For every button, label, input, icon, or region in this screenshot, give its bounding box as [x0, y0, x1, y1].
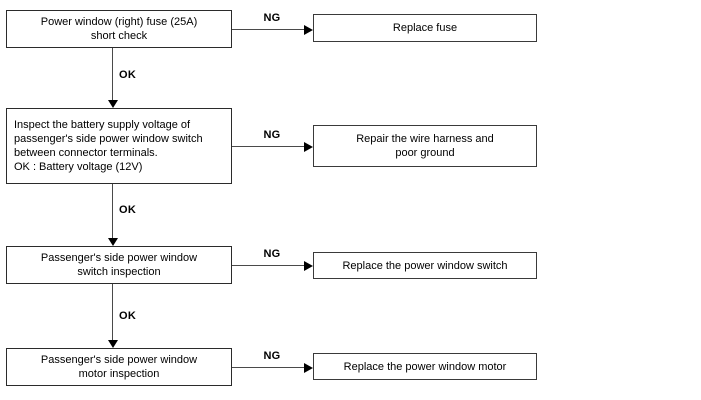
step-text-line: motor inspection [78, 368, 160, 380]
connector-line-vertical [112, 48, 113, 101]
connector-line-vertical [112, 284, 113, 341]
step-text-line: Power window (right) fuse (25A) [40, 16, 198, 28]
arrow-down-icon [108, 100, 118, 108]
step-box-switch-inspection: Passenger's side power window switch ins… [6, 246, 232, 284]
arrow-right-icon [304, 142, 313, 152]
ng-label: NG [263, 129, 281, 141]
ng-label: NG [263, 248, 281, 260]
result-box-replace-switch: Replace the power window switch [313, 252, 537, 279]
step-text-line: between connector terminals. [14, 147, 158, 159]
step-box-motor-inspection: Passenger's side power window motor insp… [6, 348, 232, 386]
result-text-line: Replace the power window motor [343, 360, 507, 373]
step-text-line: Passenger's side power window [40, 354, 198, 366]
arrow-down-icon [108, 340, 118, 348]
connector-line-horizontal [232, 29, 304, 30]
step-text-line: OK : Battery voltage (12V) [14, 161, 143, 173]
ng-label: NG [263, 12, 281, 24]
ng-label: NG [263, 350, 281, 362]
step-box-fuse-short-check: Power window (right) fuse (25A) short ch… [6, 10, 232, 48]
result-box-repair-harness: Repair the wire harness and poor ground [313, 125, 537, 167]
step-text-line: Inspect the battery supply voltage of [14, 119, 191, 131]
step-text-line: Passenger's side power window [40, 252, 198, 264]
result-box-replace-fuse: Replace fuse [313, 14, 537, 42]
arrow-down-icon [108, 238, 118, 246]
step-text-line: short check [90, 30, 148, 42]
result-text-line: Replace fuse [392, 22, 458, 34]
arrow-right-icon [304, 363, 313, 373]
result-text-line: poor ground [395, 147, 455, 159]
arrow-right-icon [304, 25, 313, 35]
step-box-battery-voltage-inspection: Inspect the battery supply voltage of pa… [6, 108, 232, 184]
result-text-line: Repair the wire harness and [356, 133, 494, 145]
connector-line-horizontal [232, 367, 304, 368]
connector-line-horizontal [232, 265, 304, 266]
ok-label: OK [119, 204, 137, 216]
connector-line-vertical [112, 184, 113, 239]
result-text-line: Replace the power window switch [342, 259, 508, 272]
arrow-right-icon [304, 261, 313, 271]
ok-label: OK [119, 310, 137, 322]
step-text-line: switch inspection [77, 266, 161, 278]
connector-line-horizontal [232, 146, 304, 147]
ok-label: OK [119, 69, 137, 81]
result-box-replace-motor: Replace the power window motor [313, 353, 537, 380]
step-text-line: passenger's side power window switch [14, 133, 203, 145]
